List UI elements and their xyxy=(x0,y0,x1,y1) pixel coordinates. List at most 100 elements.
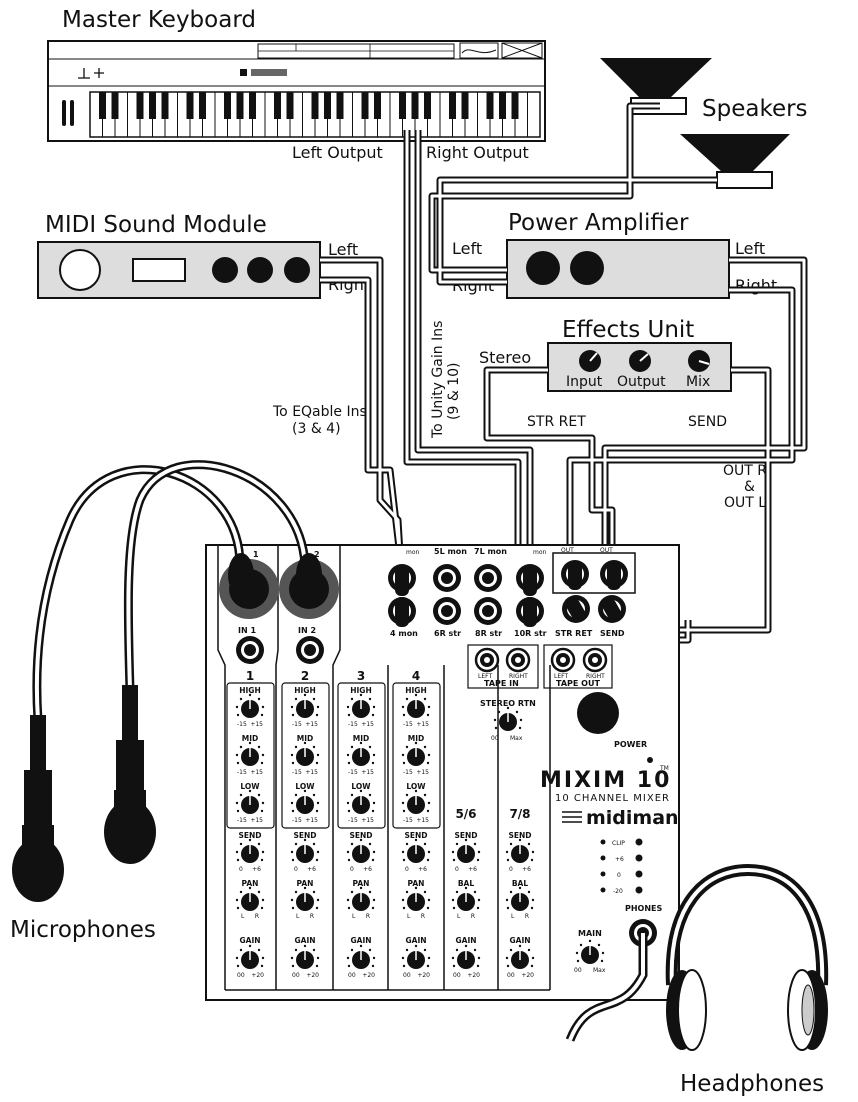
label-fx-mix: Mix xyxy=(686,374,710,390)
ch4-low-min: -15 xyxy=(403,817,413,824)
ch2-low-max: +15 xyxy=(305,817,318,824)
label-module-left: Left xyxy=(328,240,358,259)
ch1-gain-max: +20 xyxy=(251,972,264,979)
ch5-pan-r: R xyxy=(471,913,475,920)
ch5-send-min: 0 xyxy=(455,866,459,873)
ch6-send-max: +6 xyxy=(522,866,531,873)
label-fx-input: Input xyxy=(566,374,603,390)
ch1-mid-label: MID xyxy=(242,734,258,743)
model-subtitle: 10 CHANNEL MIXER xyxy=(555,793,670,804)
ch2-mid-min: -15 xyxy=(292,769,302,776)
ch5-gain-label: GAIN xyxy=(455,936,476,945)
ch3-low-label: LOW xyxy=(351,782,371,791)
ch3-low-max: +15 xyxy=(361,817,374,824)
ch3-pan-label: PAN xyxy=(353,879,370,888)
jack-7l-mon[interactable] xyxy=(474,564,502,592)
ch4-low-label: LOW xyxy=(406,782,426,791)
label-main-max: Max xyxy=(593,967,606,974)
label-9-mon: mon xyxy=(533,549,547,556)
label-8r-str: 8R str xyxy=(475,629,502,638)
ch4-low-max: +15 xyxy=(416,817,429,824)
jack-8r-str[interactable] xyxy=(474,597,502,625)
label-right-output: Right Output xyxy=(426,143,529,162)
ch4-pan-r: R xyxy=(421,913,425,920)
jack-in1[interactable] xyxy=(236,636,264,664)
ch3-mid-label: MID xyxy=(353,734,369,743)
ch4-mid-label: MID xyxy=(408,734,424,743)
rca-tape-out-left[interactable] xyxy=(550,647,576,673)
label-tape-in: TAPE IN xyxy=(484,679,519,688)
label-rtn-min: 00 xyxy=(491,735,499,742)
rca-tape-in-right[interactable] xyxy=(505,647,531,673)
label-stereo: Stereo xyxy=(479,348,531,367)
ch3-low-min: -15 xyxy=(348,817,358,824)
headphones xyxy=(565,863,829,1051)
ch6-bal-label: BAL xyxy=(512,879,529,888)
ch3-mid-max: +15 xyxy=(361,769,374,776)
ch1-number: 1 xyxy=(246,669,254,683)
trademark: TM xyxy=(659,765,669,772)
led-label-minus20: -20 xyxy=(613,888,623,895)
ch3-pan-r: R xyxy=(366,913,370,920)
label-tape-out-left: LEFT xyxy=(554,673,568,680)
label-tape-out-right: RIGHT xyxy=(586,673,605,680)
ch1-high-max: +15 xyxy=(250,721,263,728)
label-10r-str: 10R str xyxy=(514,629,547,638)
ch1-gain-label: GAIN xyxy=(239,936,260,945)
ch4-high-min: -15 xyxy=(403,721,413,728)
label-microphones: Microphones xyxy=(10,917,156,943)
ch5-send-max: +6 xyxy=(468,866,477,873)
master-keyboard: Master Keyboard xyxy=(47,7,546,142)
ch2-send-min: 0 xyxy=(294,866,298,873)
ch4-gain-max: +20 xyxy=(417,972,430,979)
label-out-r: OUT R xyxy=(723,463,767,479)
ch3-send-min: 0 xyxy=(350,866,354,873)
ch5-gain-min: 00 xyxy=(453,972,461,979)
power-button[interactable] xyxy=(577,692,619,734)
ch4-mid-min: -15 xyxy=(403,769,413,776)
ch3-gain-max: +20 xyxy=(362,972,375,979)
label-send-jack: SEND xyxy=(600,629,625,638)
ch4-gain-label: GAIN xyxy=(405,936,426,945)
label-7l-mon: 7L mon xyxy=(474,547,507,556)
label-main: MAIN xyxy=(578,929,602,938)
label-to-eqable-2: (3 & 4) xyxy=(292,421,341,437)
ch2-pan-r: R xyxy=(310,913,314,920)
label-out-r-jack: OUT xyxy=(561,547,574,554)
ch6-gain-label: GAIN xyxy=(509,936,530,945)
ch5-number: 5/6 xyxy=(455,807,476,821)
ch3-number: 3 xyxy=(357,669,365,683)
jack-in2[interactable] xyxy=(296,636,324,664)
ch2-pan-label: PAN xyxy=(297,879,314,888)
label-5l-mon: 5L mon xyxy=(434,547,467,556)
jack-5l-mon[interactable] xyxy=(433,564,461,592)
ch2-gain-max: +20 xyxy=(306,972,319,979)
label-effects-unit: Effects Unit xyxy=(562,317,694,343)
label-stereo-rtn: STEREO RTN xyxy=(480,699,536,708)
rca-tape-out-right[interactable] xyxy=(582,647,608,673)
cables xyxy=(320,102,808,644)
label-fx-output: Output xyxy=(617,374,666,390)
ch2-high-label: HIGH xyxy=(294,686,316,695)
ch6-gain-min: 00 xyxy=(507,972,515,979)
mic-label-1: 1 xyxy=(253,550,259,559)
ch6-send-label: SEND xyxy=(508,831,531,840)
ch4-gain-min: 00 xyxy=(403,972,411,979)
ch3-send-label: SEND xyxy=(349,831,372,840)
ch4-pan-l: L xyxy=(407,913,411,920)
label-speakers: Speakers xyxy=(702,96,808,122)
ch1-low-max: +15 xyxy=(250,817,263,824)
speaker-bottom xyxy=(680,134,790,189)
label-headphones: Headphones xyxy=(680,1071,824,1097)
ch2-send-max: +6 xyxy=(307,866,316,873)
rca-tape-in-left[interactable] xyxy=(474,647,500,673)
label-tape-in-right: RIGHT xyxy=(509,673,528,680)
jack-6r-str[interactable] xyxy=(433,597,461,625)
label-in2: IN 2 xyxy=(298,626,316,635)
label-str-ret-jack: STR RET xyxy=(555,629,593,638)
label-3-mon: mon xyxy=(406,549,420,556)
ch5-pan-l: L xyxy=(457,913,461,920)
label-to-unity-1: To Unity Gain Ins xyxy=(430,321,446,439)
label-out-l: OUT L xyxy=(724,495,766,511)
ch3-high-max: +15 xyxy=(361,721,374,728)
